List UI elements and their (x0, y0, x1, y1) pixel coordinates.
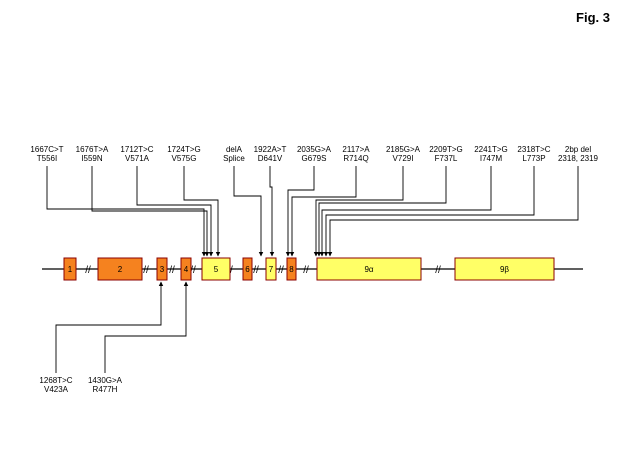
mutation-label-above: I559N (81, 154, 103, 163)
mutation-arrow-above (285, 166, 315, 257)
exon-label: 9β (500, 265, 509, 274)
mutation-arrow-above (323, 166, 535, 257)
intron-break-mark: // (303, 265, 309, 276)
mutation-label-above: 2241T>G (474, 145, 508, 154)
exon-label: 4 (184, 265, 189, 274)
mutation-label-above: 2318, 2319 (558, 154, 599, 163)
mutation-arrow-above (313, 166, 404, 257)
mutation-label-above: G679S (302, 154, 327, 163)
exon-6-box (242, 257, 253, 281)
exon-label: 3 (160, 265, 165, 274)
exon-label: 6 (245, 265, 250, 274)
mutation-label-above: L773P (522, 154, 545, 163)
mutation-label-above: 2bp del (565, 145, 591, 154)
exon-4-box (180, 257, 192, 281)
mutation-label-above: 1676T>A (76, 145, 109, 154)
mutation-arrow-above (183, 166, 221, 257)
mutation-arrow-above (289, 166, 357, 257)
mutation-label-above: F737L (435, 154, 458, 163)
exon-3-box (156, 257, 168, 281)
mutation-label-below: 1430G>A (88, 376, 123, 385)
exon-label: 9α (364, 265, 373, 274)
figure-title: Fig. 3 (576, 10, 610, 25)
exon-label: 8 (289, 265, 294, 274)
intron-break-mark: // (278, 265, 284, 276)
exon-2-box (97, 257, 143, 281)
mutation-label-above: V571A (125, 154, 150, 163)
mutation-label-above: 2185G>A (386, 145, 421, 154)
exon-label: 7 (269, 265, 274, 274)
mutation-arrow-above (316, 166, 447, 257)
intron-break-mark: // (143, 265, 149, 276)
mutation-arrow-above (91, 166, 210, 257)
mutation-label-below: V423A (44, 385, 69, 394)
mutation-arrow-above (136, 166, 214, 257)
intron-break-mark: // (190, 265, 196, 276)
mutation-arrow-above (233, 166, 264, 257)
mutation-label-above: Splice (223, 154, 245, 163)
mutation-label-above: D641V (258, 154, 283, 163)
mutation-label-above: 2117>A (342, 145, 370, 154)
exon-5-box (201, 257, 231, 281)
mutation-arrow-below (104, 281, 189, 373)
intron-break-mark: // (85, 265, 91, 276)
mutation-label-above: 2035G>A (297, 145, 332, 154)
exon-label: 5 (214, 265, 219, 274)
mutation-label-above: 1712T>C (120, 145, 153, 154)
mutation-label-above: V575G (172, 154, 197, 163)
exon-label: 1 (68, 265, 73, 274)
mutation-label-above: 1667C>T (30, 145, 63, 154)
mutation-label-above: R714Q (343, 154, 368, 163)
mutation-label-above: V729I (393, 154, 414, 163)
mutation-label-below: R477H (93, 385, 118, 394)
mutation-arrow-below (55, 281, 164, 373)
exon-10-box (454, 257, 555, 281)
mutation-label-above: delA (226, 145, 243, 154)
exon-7-box (265, 257, 277, 281)
mutation-label-above: 1922A>T (254, 145, 287, 154)
intron-break-mark: // (253, 265, 259, 276)
mutation-arrow-above (319, 166, 492, 257)
mutation-arrow-above (269, 166, 275, 257)
mutation-arrow-above (327, 166, 579, 257)
exon-label: 2 (118, 265, 123, 274)
mutation-label-above: I747M (480, 154, 503, 163)
mutation-label-above: 2209T>G (429, 145, 463, 154)
intron-break-mark: // (169, 265, 175, 276)
exon-8-box (286, 257, 297, 281)
mutation-label-above: 2318T>C (517, 145, 550, 154)
mutation-arrow-above (46, 166, 207, 257)
mutation-label-above: T556I (37, 154, 57, 163)
exon-9-box (316, 257, 422, 281)
mutation-label-above: 1724T>G (167, 145, 201, 154)
mutation-label-below: 1268T>C (39, 376, 72, 385)
intron-break-mark: // (435, 265, 441, 276)
exon-1-box (63, 257, 77, 281)
